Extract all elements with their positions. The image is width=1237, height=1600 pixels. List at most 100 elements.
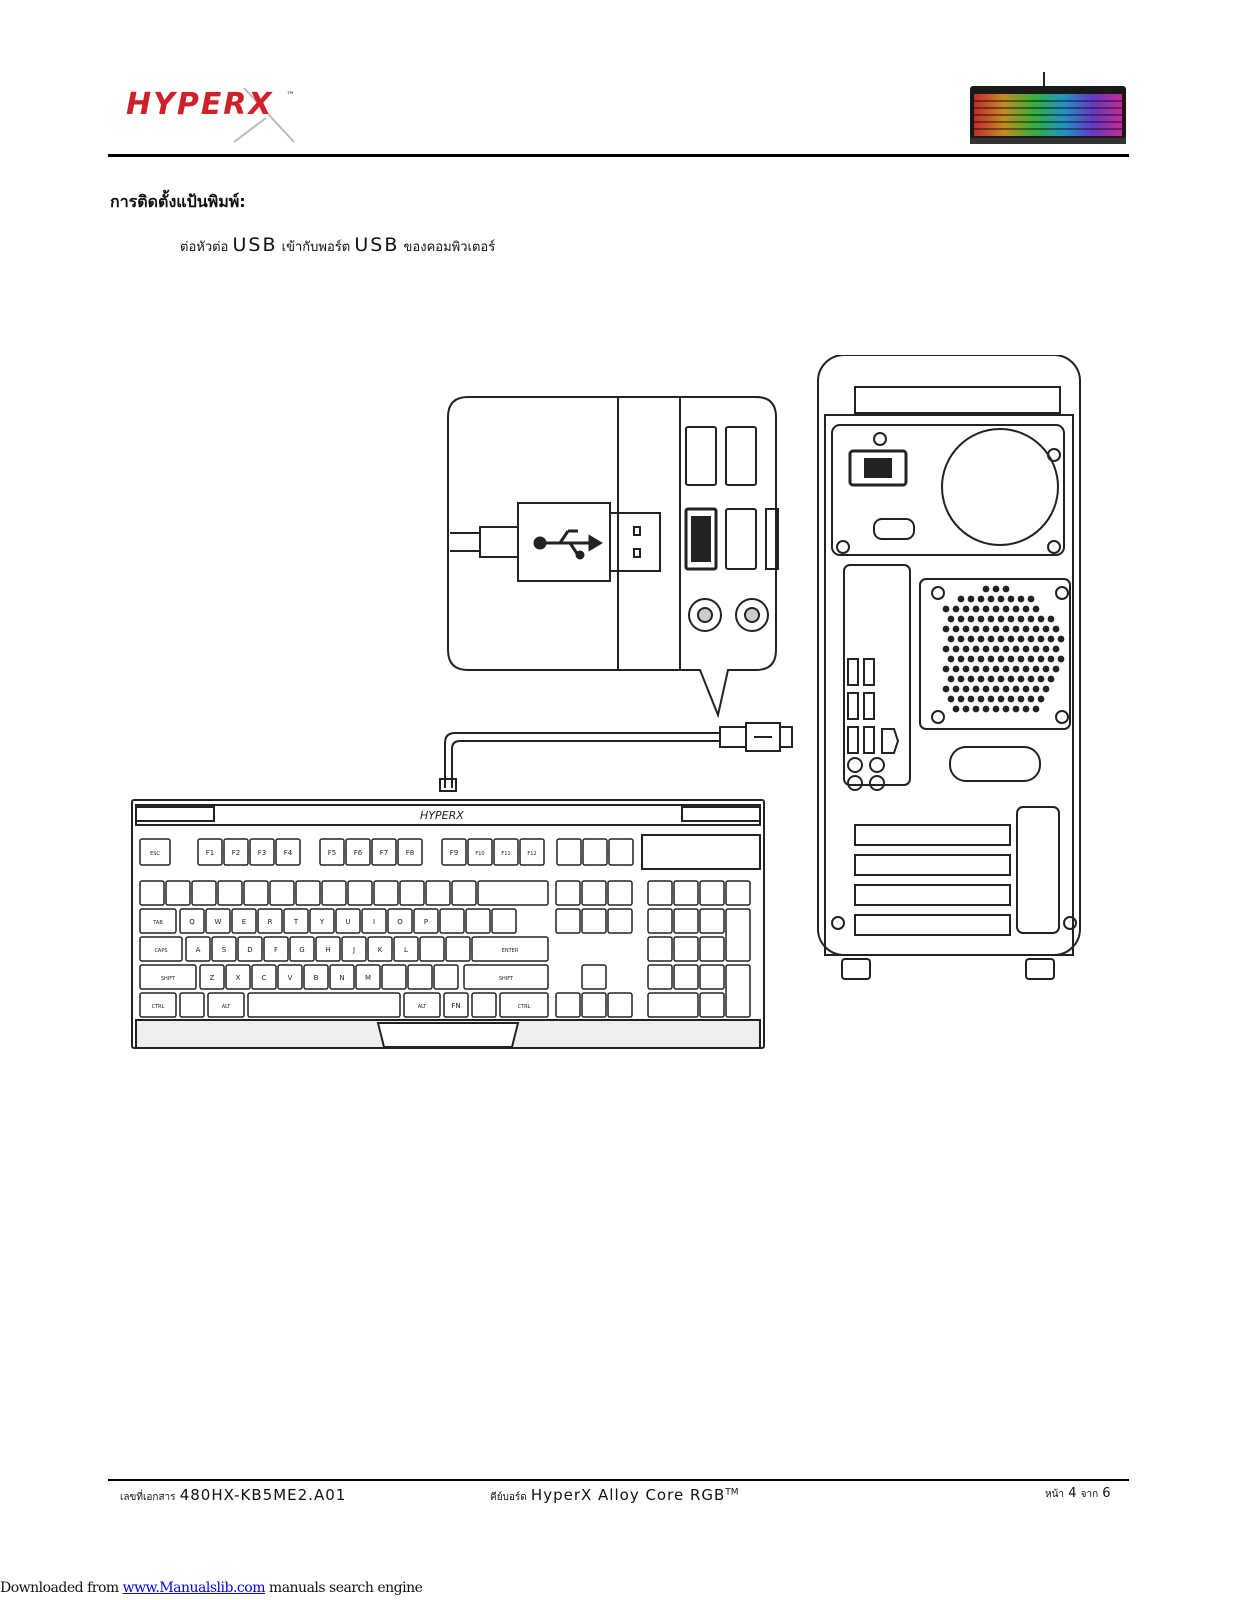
keyboard-key-function bbox=[371, 838, 397, 866]
vent-hole bbox=[972, 685, 980, 693]
keyboard-key-numpad bbox=[699, 992, 725, 1018]
vent-hole bbox=[992, 665, 1000, 673]
vent-hole bbox=[1017, 675, 1025, 683]
keyboard-thumbnail bbox=[970, 72, 1126, 144]
vent-hole bbox=[952, 605, 960, 613]
vent-hole bbox=[957, 595, 965, 603]
vent-hole bbox=[947, 695, 955, 703]
footer-page: หน้า 4 จาก 6 bbox=[1045, 1486, 1111, 1502]
keyboard-key-letter bbox=[367, 936, 393, 962]
vent-hole bbox=[1002, 705, 1010, 713]
vent-hole bbox=[1037, 655, 1045, 663]
keyboard-key-label: SHIFT bbox=[161, 976, 176, 982]
vent-hole bbox=[1032, 685, 1040, 693]
keyboard-key-alt bbox=[207, 992, 245, 1018]
vent-hole bbox=[1022, 705, 1030, 713]
usb-port-zoom-callout bbox=[447, 396, 779, 719]
product-label: คีย์บอร์ด bbox=[490, 1492, 527, 1503]
vent-hole bbox=[967, 595, 975, 603]
vent-hole bbox=[1002, 625, 1010, 633]
vent-hole bbox=[1057, 635, 1065, 643]
vent-hole bbox=[997, 675, 1005, 683]
keyboard-key bbox=[139, 880, 165, 906]
vent-hole bbox=[952, 645, 960, 653]
vent-hole bbox=[1022, 625, 1030, 633]
vent-hole bbox=[962, 605, 970, 613]
instruction-usb-2: USB bbox=[354, 234, 400, 256]
vent-hole bbox=[967, 675, 975, 683]
vent-hole bbox=[987, 615, 995, 623]
vent-hole bbox=[1022, 685, 1030, 693]
vent-hole bbox=[957, 695, 965, 703]
keyboard-key-letter bbox=[393, 936, 419, 962]
doc-number-value: 480HX-KB5ME2.A01 bbox=[179, 1486, 347, 1504]
vent-hole bbox=[962, 645, 970, 653]
product-name: HyperX Alloy Core RGB bbox=[530, 1486, 726, 1504]
vent-hole bbox=[982, 645, 990, 653]
keyboard-key-letter bbox=[211, 936, 237, 962]
vent-hole bbox=[997, 655, 1005, 663]
vent-hole bbox=[1032, 705, 1040, 713]
keyboard-key-label: F6 bbox=[354, 849, 363, 857]
keyboard-key-label: ALT bbox=[222, 1004, 232, 1010]
keyboard-key-function bbox=[319, 838, 345, 866]
vent-hole bbox=[977, 655, 985, 663]
keyboard-key-enter bbox=[471, 936, 549, 962]
vent-hole bbox=[997, 615, 1005, 623]
page-label: หน้า bbox=[1045, 1489, 1065, 1500]
keyboard-key-esc bbox=[139, 838, 171, 866]
keyboard-key-function bbox=[345, 838, 371, 866]
keyboard-key-letter bbox=[341, 936, 367, 962]
vent-grid bbox=[942, 585, 1065, 713]
keyboard-key-numpad bbox=[673, 880, 699, 906]
keyboard-key-label: F9 bbox=[450, 849, 458, 857]
instruction-text: ต่อหัวต่อ USB เข้ากับพอร์ต USB ของคอมพิว… bbox=[180, 234, 495, 257]
keyboard-key bbox=[582, 838, 608, 866]
keyboard-key-label: A bbox=[196, 946, 201, 954]
keyboard-key-function bbox=[493, 838, 519, 866]
keyboard-key-letter bbox=[225, 964, 251, 990]
vent-hole bbox=[1027, 635, 1035, 643]
keyboard-key-alt bbox=[403, 992, 441, 1018]
keyboard-key-letter bbox=[179, 908, 205, 934]
vent-hole bbox=[987, 695, 995, 703]
vent-hole bbox=[992, 685, 1000, 693]
keyboard-key-letter bbox=[309, 908, 335, 934]
keyboard-key-letter bbox=[387, 908, 413, 934]
footer-doc-number: เลขที่เอกสาร 480HX-KB5ME2.A01 bbox=[120, 1486, 346, 1505]
vent-hole bbox=[997, 695, 1005, 703]
vent-hole bbox=[987, 675, 995, 683]
keyboard-key-label: P bbox=[424, 918, 428, 926]
manualslib-link[interactable]: www.Manualslib.com bbox=[122, 1580, 266, 1596]
keyboard-key-label: SHIFT bbox=[499, 976, 514, 982]
keyboard-key-letter bbox=[329, 964, 355, 990]
keyboard-key-letter bbox=[205, 908, 231, 934]
keyboard-key-function bbox=[197, 838, 223, 866]
keyboard-key-label: Q bbox=[189, 918, 195, 926]
keyboard-key-label: B bbox=[314, 974, 319, 982]
vent-hole bbox=[962, 625, 970, 633]
keyboard-key-arrow bbox=[555, 992, 581, 1018]
keyboard-key-shift bbox=[463, 964, 549, 990]
keyboard-key-letter bbox=[231, 908, 257, 934]
vent-hole bbox=[982, 625, 990, 633]
keyboard-key bbox=[445, 936, 471, 962]
vent-hole bbox=[972, 705, 980, 713]
download-suffix: manuals search engine bbox=[264, 1580, 423, 1596]
vent-hole bbox=[1007, 695, 1015, 703]
keyboard-key bbox=[373, 880, 399, 906]
keyboard-key-nav bbox=[581, 880, 607, 906]
keyboard-key-letter bbox=[185, 936, 211, 962]
keyboard-key-numpad bbox=[725, 964, 751, 1018]
vent-hole bbox=[982, 585, 990, 593]
vent-hole bbox=[1027, 655, 1035, 663]
vent-hole bbox=[952, 685, 960, 693]
keyboard-key-letter bbox=[251, 964, 277, 990]
keyboard-key-label: M bbox=[365, 974, 371, 982]
vent-hole bbox=[1027, 695, 1035, 703]
vent-hole bbox=[1037, 615, 1045, 623]
vent-hole bbox=[982, 605, 990, 613]
keyboard-key-arrow bbox=[607, 992, 633, 1018]
keyboard-key bbox=[491, 908, 517, 934]
vent-hole bbox=[1012, 645, 1020, 653]
